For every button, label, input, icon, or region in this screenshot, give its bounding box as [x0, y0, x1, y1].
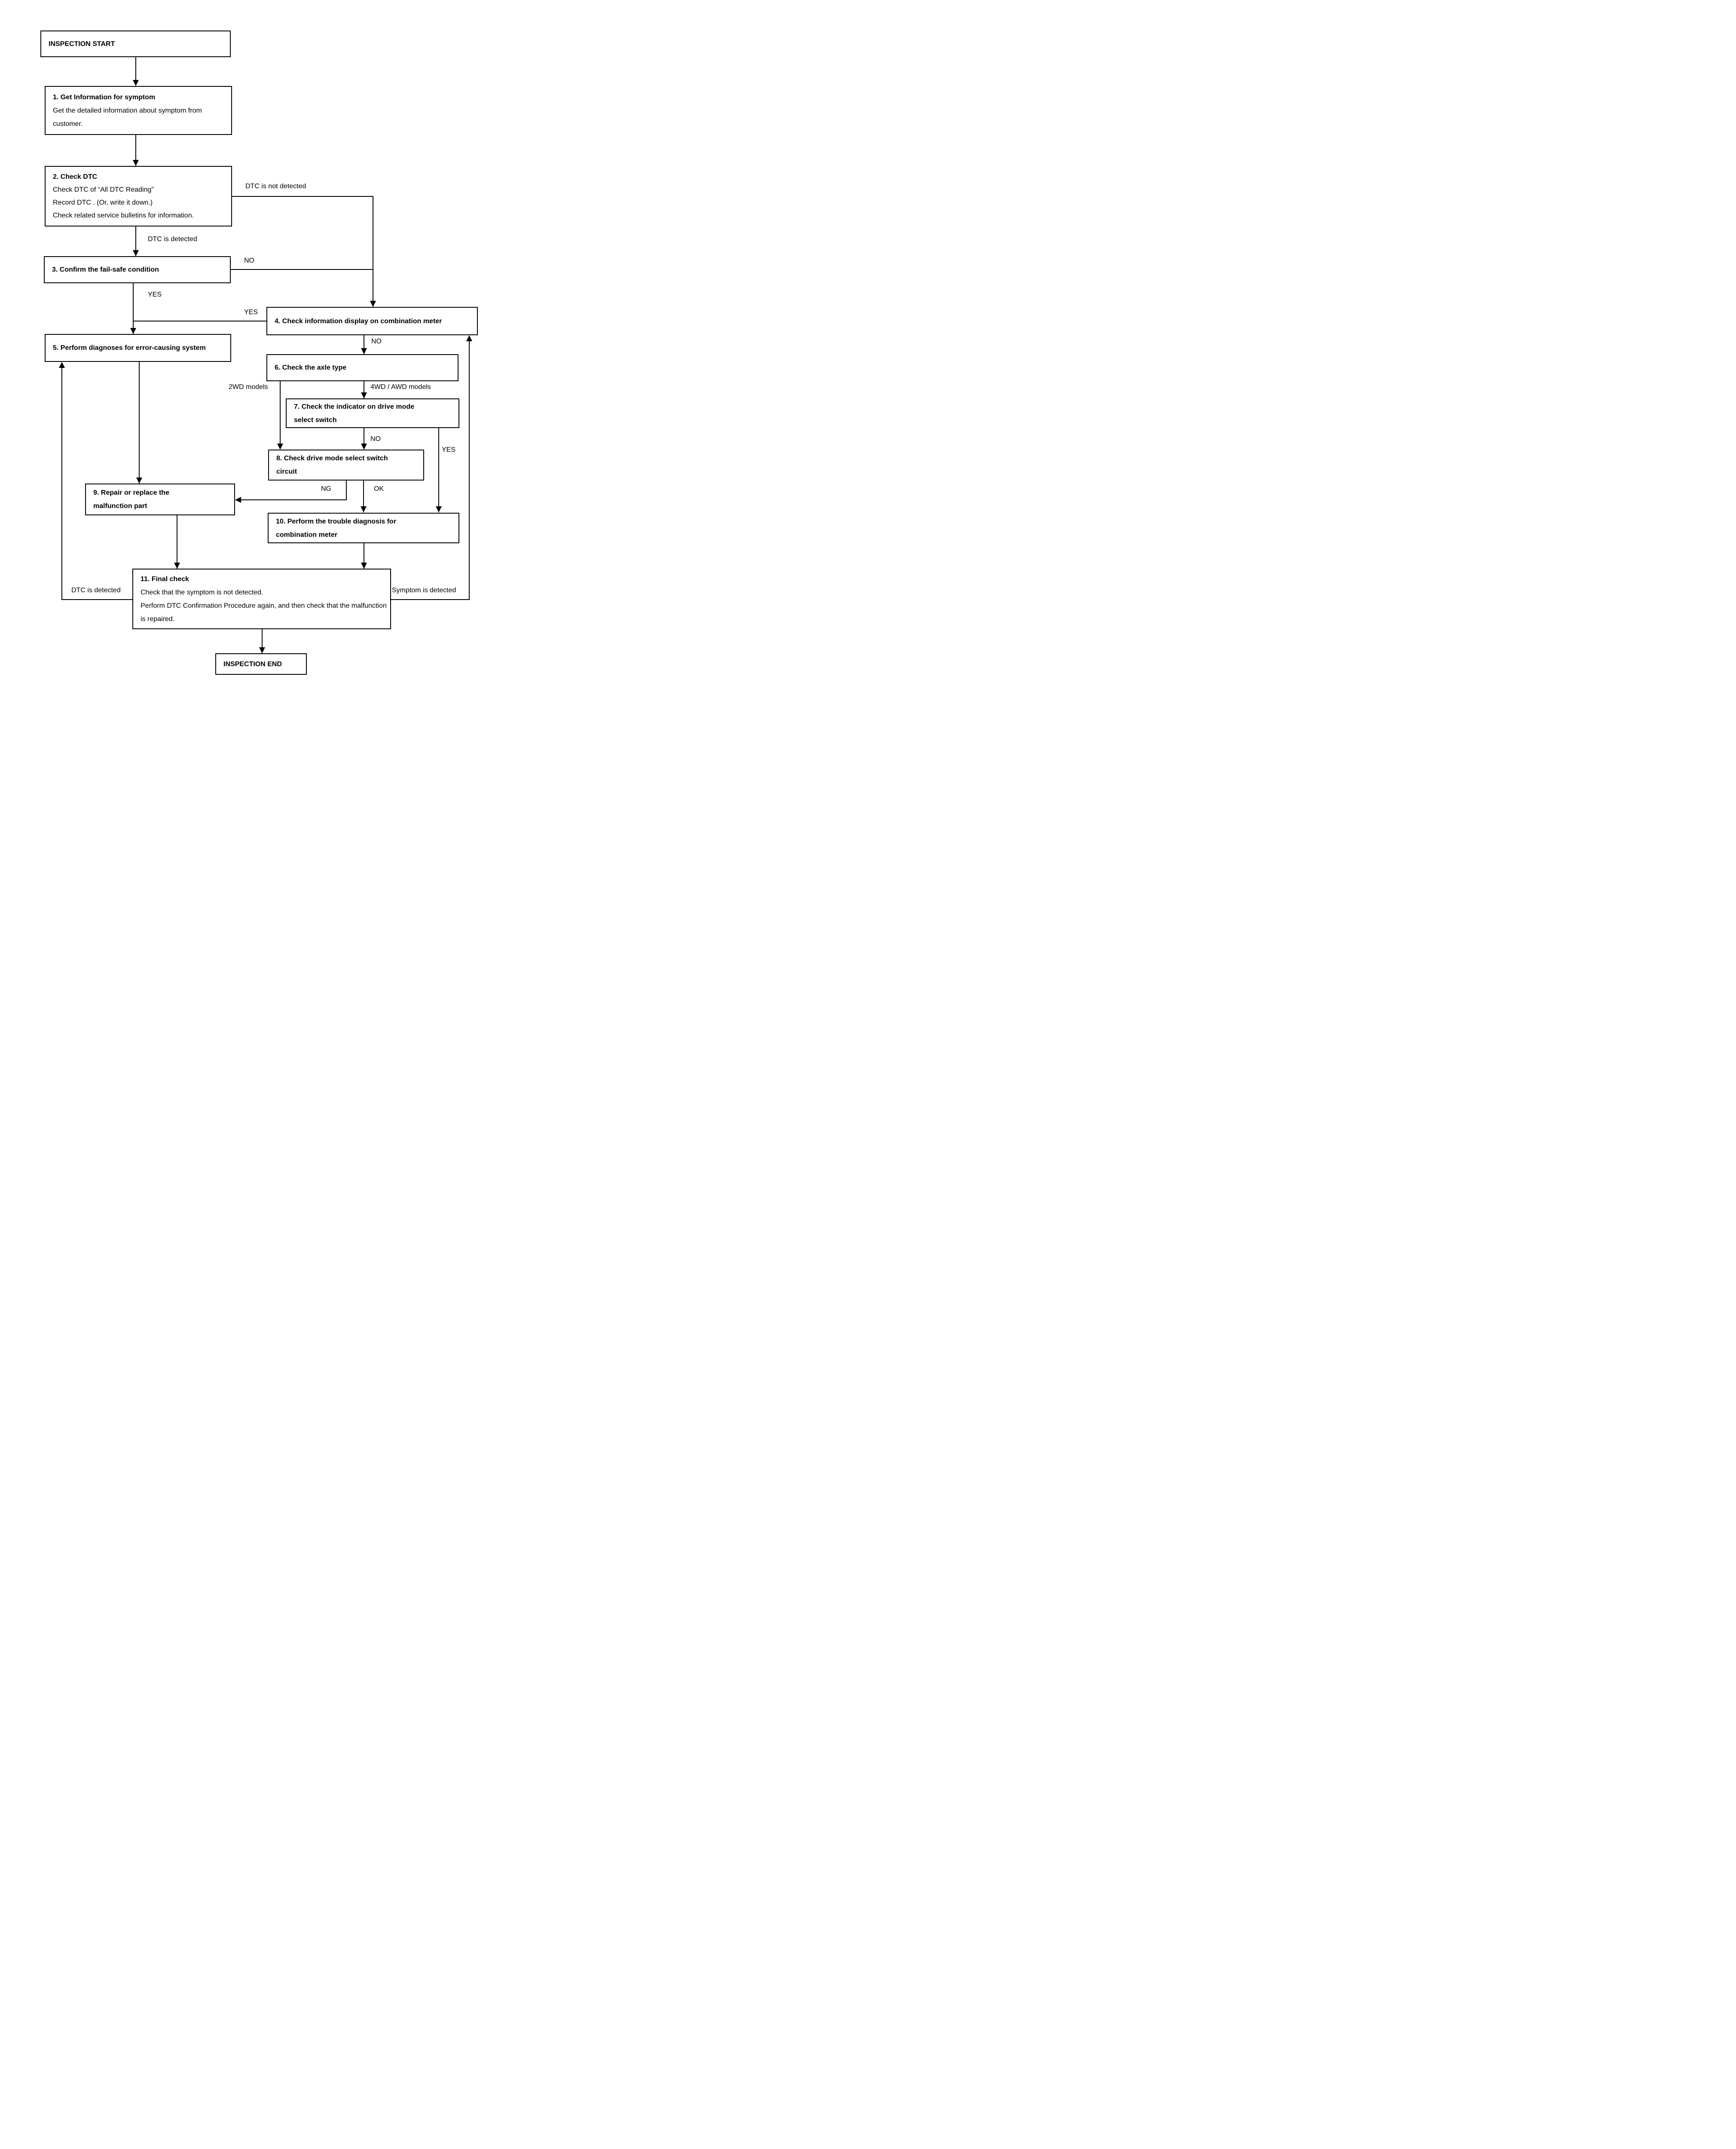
connector-11-to-end	[262, 629, 263, 653]
label-dtc-not-detected: DTC is not detected	[245, 183, 306, 190]
connector-8-ng-h	[236, 499, 347, 500]
node-2-check-dtc: 2. Check DTC Check DTC of “All DTC Readi…	[45, 166, 232, 227]
label-yes-3: YES	[148, 291, 162, 298]
arrowhead-down-icon	[133, 250, 139, 256]
arrowhead-down-icon	[370, 301, 376, 307]
node-title: 3. Confirm the fail-safe condition	[52, 266, 159, 273]
node-title: combination meter	[276, 531, 338, 539]
arrowhead-down-icon	[130, 328, 136, 334]
node-title: 10. Perform the trouble diagnosis for	[276, 517, 397, 525]
node-title: circuit	[276, 468, 297, 475]
connector-1-to-2	[135, 135, 136, 166]
connector-8-ng-v	[346, 481, 347, 500]
connector-11-dtc-return-v	[61, 365, 62, 600]
node-8-check-switch-circuit: 8. Check drive mode select switch circui…	[268, 450, 424, 481]
connector-3-yes-v	[133, 283, 134, 334]
node-body: Check that the symptom is not detected.	[141, 588, 263, 596]
arrowhead-down-icon	[174, 563, 180, 569]
node-title: 2. Check DTC	[53, 173, 98, 181]
node-title: INSPECTION END	[223, 660, 282, 668]
arrowhead-up-icon	[466, 335, 472, 341]
node-title: 5. Perform diagnoses for error-causing s…	[53, 344, 206, 352]
label-2wd-models: 2WD models	[229, 383, 268, 391]
node-title: 1. Get Information for symptom	[53, 93, 156, 101]
arrowhead-down-icon	[361, 348, 367, 354]
node-6-check-axle-type: 6. Check the axle type	[266, 354, 458, 381]
arrowhead-down-icon	[361, 563, 367, 569]
node-3-confirm-fail-safe: 3. Confirm the fail-safe condition	[44, 256, 231, 283]
connector-7-yes-v	[438, 428, 439, 512]
node-title: 8. Check drive mode select switch	[276, 455, 388, 462]
label-dtc-detected-return: DTC is detected	[71, 587, 121, 594]
node-body: Check related service bulletins for info…	[53, 211, 194, 219]
node-body: Check DTC of “All DTC Reading”	[53, 186, 154, 193]
arrowhead-down-icon	[361, 392, 367, 398]
label-no-3: NO	[244, 257, 254, 264]
arrowhead-down-icon	[361, 444, 367, 450]
node-title: 4. Check information display on combinat…	[275, 317, 442, 325]
node-title: 7. Check the indicator on drive mode	[294, 403, 415, 410]
node-title: select switch	[294, 416, 337, 424]
node-title: malfunction part	[93, 502, 147, 510]
arrowhead-left-icon	[235, 497, 241, 503]
node-10-trouble-diagnosis: 10. Perform the trouble diagnosis for co…	[268, 513, 459, 543]
connector-11-dtc-return-h	[61, 599, 132, 600]
label-dtc-detected: DTC is detected	[148, 236, 197, 243]
node-11-final-check: 11. Final check Check that the symptom i…	[132, 569, 391, 629]
connector-3-no-h	[231, 269, 373, 270]
label-symptom-detected: Symptom is detected	[392, 587, 456, 594]
arrowhead-down-icon	[436, 506, 442, 512]
label-no-4: NO	[371, 338, 382, 345]
connector-2-not-detected-h	[232, 196, 373, 197]
label-ok-8: OK	[374, 485, 384, 493]
node-body: Get the detailed information about sympt…	[53, 107, 202, 128]
node-5-perform-diagnoses: 5. Perform diagnoses for error-causing s…	[45, 334, 231, 362]
arrowhead-down-icon	[133, 160, 139, 166]
connector-5-to-9	[139, 362, 140, 484]
connector-6-2wd-v	[280, 381, 281, 449]
node-body: Record DTC . (Or, write it down.)	[53, 199, 153, 206]
label-yes-4: YES	[244, 309, 258, 316]
node-title: INSPECTION START	[49, 40, 115, 48]
label-yes-7: YES	[442, 446, 456, 453]
node-4-check-information-display: 4. Check information display on combinat…	[266, 307, 478, 335]
label-ng-8: NG	[321, 485, 331, 493]
arrowhead-down-icon	[259, 647, 265, 653]
connector-8-ok-v	[363, 481, 364, 512]
node-body: Perform DTC Confirmation Procedure again…	[141, 602, 387, 623]
node-title: 6. Check the axle type	[275, 364, 347, 371]
node-inspection-end: INSPECTION END	[215, 653, 307, 675]
arrowhead-down-icon	[361, 506, 367, 512]
node-7-check-indicator: 7. Check the indicator on drive mode sel…	[286, 398, 459, 428]
label-4wd-awd-models: 4WD / AWD models	[370, 383, 431, 391]
connector-start-to-1	[135, 57, 136, 86]
flowchart-canvas: DTC is not detected DTC is detected NO Y…	[0, 0, 521, 706]
node-1-get-information: 1. Get Information for symptom Get the d…	[45, 86, 232, 135]
node-9-repair-or-replace: 9. Repair or replace the malfunction par…	[85, 484, 235, 515]
node-inspection-start: INSPECTION START	[40, 31, 231, 57]
arrowhead-down-icon	[277, 444, 283, 450]
node-title: 11. Final check	[141, 575, 189, 583]
arrowhead-up-icon	[59, 362, 65, 368]
connector-11-symptom-return-v	[469, 339, 470, 600]
arrowhead-down-icon	[133, 80, 139, 86]
node-title: 9. Repair or replace the	[93, 489, 169, 496]
label-no-7: NO	[370, 435, 381, 443]
connector-2-to-3	[135, 227, 136, 256]
connector-11-symptom-return-h	[391, 599, 470, 600]
arrowhead-down-icon	[136, 478, 142, 484]
